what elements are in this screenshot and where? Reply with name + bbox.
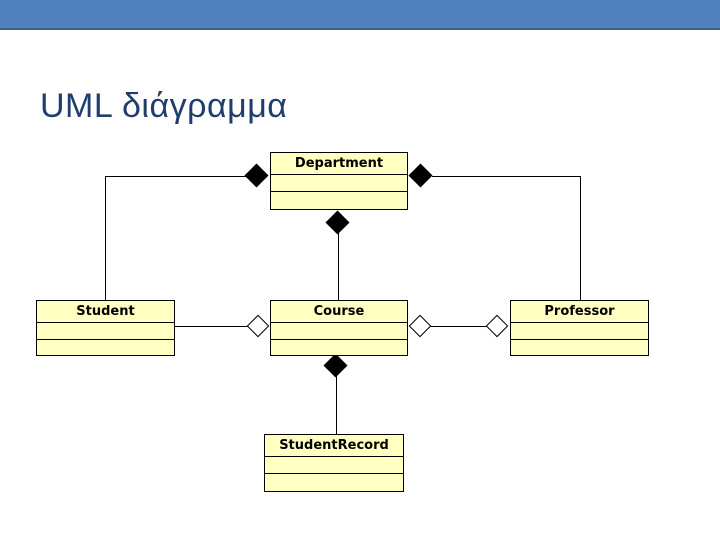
connector-course-studentrecord xyxy=(336,375,337,434)
class-name-professor: Professor xyxy=(511,301,648,323)
class-name-department: Department xyxy=(271,153,407,175)
class-box-professor: Professor xyxy=(510,300,649,356)
class-operations-compartment xyxy=(511,340,648,355)
connector-department-course xyxy=(338,232,339,300)
class-operations-compartment xyxy=(271,192,407,209)
class-attributes-compartment xyxy=(271,175,407,192)
composition-diamond-department-right xyxy=(408,163,433,188)
composition-diamond-course-bottom xyxy=(323,353,348,378)
connector-department-professor-vertical xyxy=(580,176,581,300)
class-attributes-compartment xyxy=(37,323,174,340)
class-operations-compartment xyxy=(37,340,174,355)
class-attributes-compartment xyxy=(271,323,407,340)
class-attributes-compartment xyxy=(511,323,648,340)
connector-course-professor xyxy=(430,326,490,327)
connector-student-course xyxy=(175,326,251,327)
class-name-studentrecord: StudentRecord xyxy=(265,435,403,457)
class-name-course: Course xyxy=(271,301,407,323)
aggregation-diamond-professor-left xyxy=(485,314,509,338)
class-box-department: Department xyxy=(270,152,408,210)
composition-diamond-department-bottom xyxy=(325,210,350,235)
slide-title: UML διάγραμμα xyxy=(40,86,288,125)
aggregation-diamond-course-right xyxy=(408,314,432,338)
slide-accent-bar xyxy=(0,0,720,30)
class-box-course: Course xyxy=(270,300,408,356)
class-name-student: Student xyxy=(37,301,174,323)
class-operations-compartment xyxy=(271,340,407,355)
class-box-student: Student xyxy=(36,300,175,356)
class-box-studentrecord: StudentRecord xyxy=(264,434,404,492)
connector-department-student-vertical xyxy=(105,176,106,300)
aggregation-diamond-course-left xyxy=(246,314,270,338)
composition-diamond-department-left xyxy=(244,163,269,188)
class-attributes-compartment xyxy=(265,457,403,474)
class-operations-compartment xyxy=(265,474,403,491)
connector-department-professor-horizontal xyxy=(432,176,580,177)
connector-department-student-horizontal xyxy=(105,176,249,177)
